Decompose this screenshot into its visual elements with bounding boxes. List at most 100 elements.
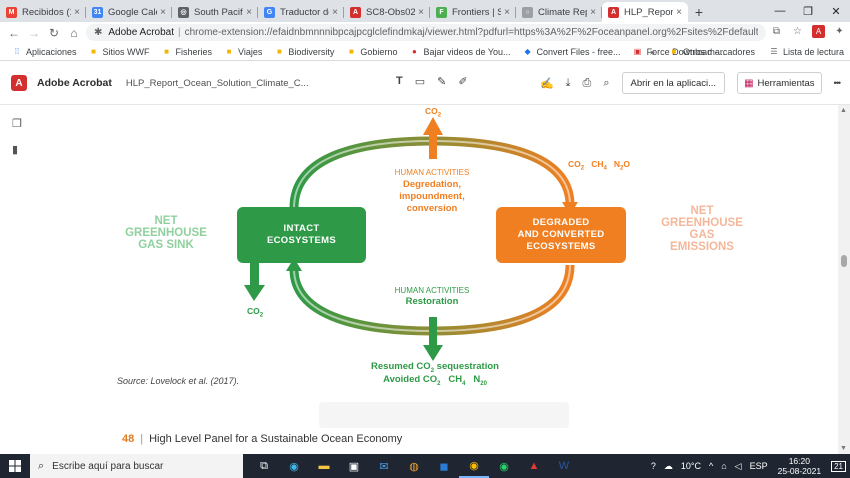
sign-icon[interactable]: ✍ [539, 77, 554, 90]
bookmark-item[interactable]: ◆Convert Files - free... [523, 47, 620, 57]
bookmark-item[interactable]: ■Fisheries [162, 47, 212, 57]
mail-icon[interactable]: ✉ [379, 460, 389, 473]
print-icon[interactable]: ⎙ [582, 76, 592, 89]
text-tool-icon[interactable]: T [396, 75, 403, 87]
close-tab-icon[interactable]: × [246, 6, 252, 18]
minimize-icon[interactable]: — [774, 5, 786, 17]
chrome-icon[interactable]: ◉ [459, 454, 489, 478]
notifications-icon[interactable]: 21 [831, 460, 846, 472]
clock-date: 25-08-2021 [777, 466, 822, 476]
reading-list[interactable]: ☰ Lista de lectura [769, 47, 844, 57]
file-explorer-icon[interactable]: ▬ [318, 460, 330, 472]
bookmark-item[interactable]: ■Sitios WWF [89, 47, 149, 57]
puzzle-icon: ✱ [94, 27, 103, 38]
weather-temp[interactable]: 10°C [680, 461, 701, 471]
pages-panel-icon[interactable]: ❐ [12, 118, 22, 130]
comment-tool-icon[interactable]: ▭ [414, 76, 426, 88]
windows-start-icon[interactable] [0, 454, 30, 478]
translate-page-icon[interactable]: ⧉ [772, 26, 781, 37]
bookmark-panel-icon[interactable]: ▮ [12, 144, 19, 156]
gmail-icon: M [6, 6, 17, 18]
bookmark-item[interactable]: ●Bajar videos de You... [409, 47, 511, 57]
loading-icon: ○ [522, 6, 533, 18]
acrobat-extension-icon[interactable]: A [812, 25, 825, 38]
tray-expand-icon[interactable]: ^ [709, 461, 714, 471]
edge-icon[interactable]: ◉ [289, 460, 299, 473]
find-icon[interactable]: ⌕ [603, 76, 610, 89]
restore-icon[interactable]: ❐ [803, 5, 813, 18]
close-tab-icon[interactable]: × [418, 6, 424, 18]
star-icon[interactable]: ☆ [793, 26, 802, 37]
extensions-icon[interactable]: ✦ [835, 26, 844, 37]
media-icon[interactable]: ◍ [409, 460, 419, 473]
taskbar-search[interactable]: ⌕ Escribe aquí para buscar [30, 454, 243, 478]
reload-icon[interactable]: ↻ [48, 25, 60, 40]
pdf-icon: ▣ [633, 47, 642, 56]
other-bookmarks[interactable]: ■ Otros marcadores [669, 47, 755, 57]
scroll-down-icon[interactable]: ▼ [840, 445, 847, 452]
close-tab-icon[interactable]: × [332, 6, 338, 18]
whatsapp-icon[interactable]: ◉ [499, 460, 509, 473]
open-in-app-button[interactable]: Abrir en la aplicaci... [621, 72, 726, 94]
forward-icon[interactable]: → [28, 25, 40, 40]
task-view-icon[interactable]: ⧉ [260, 459, 268, 472]
taskbar-clock[interactable]: 16:20 25-08-2021 [778, 456, 821, 476]
word-icon[interactable]: W [558, 460, 570, 472]
close-tab-icon[interactable]: × [504, 6, 510, 18]
tab-title: HLP_Report_O [624, 6, 674, 18]
browser-tab[interactable]: ◎ South Pacific× [172, 2, 258, 22]
acrobat-taskbar-icon[interactable]: ▲ [528, 460, 540, 472]
address-bar[interactable]: ✱ Adobe Acrobat | chrome-extension://efa… [86, 24, 766, 41]
address-site: Adobe Acrobat [108, 27, 174, 38]
emission-ch4: CH [591, 159, 604, 169]
browser-icon: ◎ [178, 6, 189, 18]
weather-icon[interactable]: ☁ [663, 460, 673, 471]
browser-tab[interactable]: ○Climate Repo× [516, 2, 602, 22]
bookmark-item[interactable]: ■Biodiversity [274, 47, 334, 57]
bookmark-item[interactable]: ▣Force Download -... [633, 47, 725, 57]
bookmarks-more[interactable]: » [649, 46, 655, 57]
emission-n2o-o: O [623, 159, 631, 169]
bookmark-item[interactable]: ⁞⁞Aplicaciones [12, 47, 77, 57]
outlook-icon[interactable]: ◼ [439, 460, 449, 473]
bookmark-label: Gobierno [360, 46, 398, 57]
close-window-icon[interactable]: ✕ [831, 5, 841, 18]
folder-icon: ■ [349, 47, 354, 56]
bookmarks-bar: ⁞⁞Aplicaciones ■Sitios WWF ■Fisheries ■Viaj… [0, 43, 850, 61]
document-scrollbar[interactable]: ▲ ▼ [838, 105, 850, 454]
close-tab-icon[interactable]: × [676, 6, 682, 18]
tools-label: Herramientas [757, 77, 815, 89]
close-tab-icon[interactable]: × [160, 6, 166, 18]
home-icon[interactable]: ⌂ [70, 25, 78, 40]
language-indicator[interactable]: ESP [749, 461, 768, 471]
scrollbar-thumb[interactable] [841, 255, 847, 267]
close-tab-icon[interactable]: × [590, 6, 596, 18]
tools-button[interactable]: ▦ Herramientas [737, 72, 822, 94]
intact-ecosystems-box: INTACT ECOSYSTEMS [237, 207, 366, 263]
close-tab-icon[interactable]: × [74, 6, 80, 18]
tab-title: South Pacific [194, 6, 243, 18]
network-icon[interactable]: ⌂ [721, 461, 727, 471]
pdf-document: NET GREENHOUSE GAS SINK NET GREENHOUSE G… [32, 105, 838, 454]
more-options-icon[interactable]: ••• [833, 78, 842, 88]
back-icon[interactable]: ← [8, 25, 20, 40]
help-icon[interactable]: ? [650, 461, 656, 471]
store-icon[interactable]: ▣ [348, 460, 360, 473]
floating-page-toolbar[interactable] [319, 402, 569, 428]
bookmark-item[interactable]: ■ Gobierno [346, 47, 397, 57]
acrobat-header: A Adobe Acrobat HLP_Report_Ocean_Solutio… [0, 62, 850, 105]
scroll-up-icon[interactable]: ▲ [840, 107, 847, 114]
draw-tool-icon[interactable]: ✐ [458, 76, 468, 88]
bookmark-item[interactable]: ■Viajes [224, 47, 263, 57]
download-icon[interactable]: ⤓ [565, 76, 571, 89]
emissions-gases: CO2 CH4 N2O [568, 158, 648, 175]
highlight-tool-icon[interactable]: ✎ [437, 76, 447, 88]
new-tab-button[interactable]: + [694, 4, 704, 20]
volume-icon[interactable]: ◁ [734, 460, 742, 471]
